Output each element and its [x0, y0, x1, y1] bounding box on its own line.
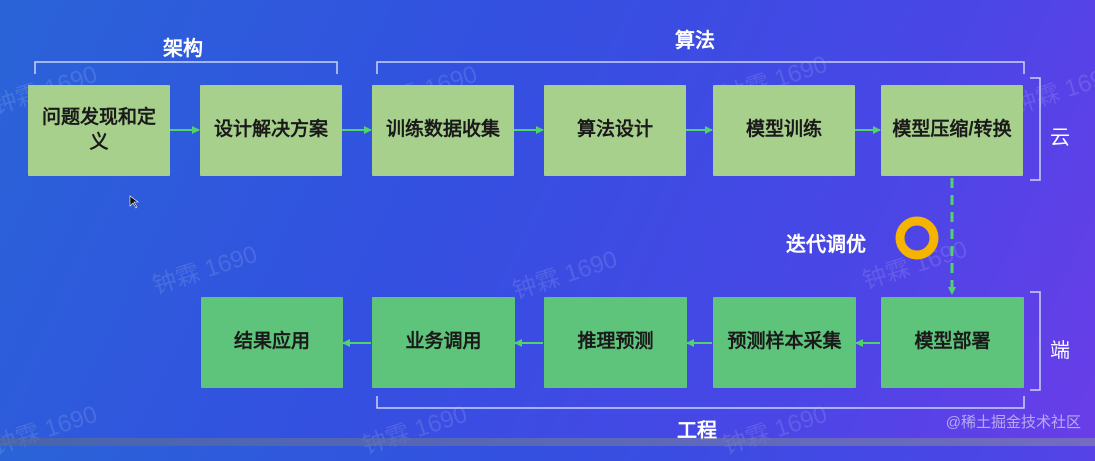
credit-text: @稀土掘金技术社区	[945, 414, 1081, 431]
step-algorithm-design: 算法设计	[544, 85, 686, 176]
step-model-training: 模型训练	[713, 85, 855, 176]
step-business-invocation: 业务调用	[372, 297, 515, 388]
step-sample-collection: 预测样本采集	[713, 297, 856, 388]
bracket-architecture	[34, 61, 338, 74]
step-model-deployment: 模型部署	[881, 297, 1024, 388]
bracket-edge	[1030, 291, 1041, 391]
loop-label: 迭代调优	[786, 234, 866, 256]
bracket-cloud	[1030, 77, 1041, 181]
bracket-engineering	[376, 396, 1025, 409]
step-inference-prediction: 推理预测	[544, 297, 687, 388]
side-label-edge: 端	[1050, 340, 1070, 362]
bracket-algorithm	[376, 61, 1025, 74]
diagram-canvas: 钟霖 1690 钟霖 1690 钟霖 1690 钟霖 1690 钟霖 1690 …	[0, 30, 1095, 446]
step-problem-definition: 问题发现和定义	[28, 85, 170, 176]
connectors	[34, 61, 1041, 409]
bottom-bar	[0, 438, 1095, 446]
section-label-engineering: 工程	[677, 420, 717, 442]
section-label-algorithm: 算法	[675, 30, 715, 52]
step-training-data-collection: 训练数据收集	[372, 85, 514, 176]
step-solution-design: 设计解决方案	[200, 85, 342, 176]
section-label-architecture: 架构	[163, 38, 203, 60]
loop-ring-icon	[895, 216, 939, 260]
step-model-compression: 模型压缩/转换	[881, 85, 1023, 176]
side-label-cloud: 云	[1050, 127, 1070, 149]
cursor-icon	[129, 195, 139, 209]
step-result-application: 结果应用	[201, 297, 343, 388]
